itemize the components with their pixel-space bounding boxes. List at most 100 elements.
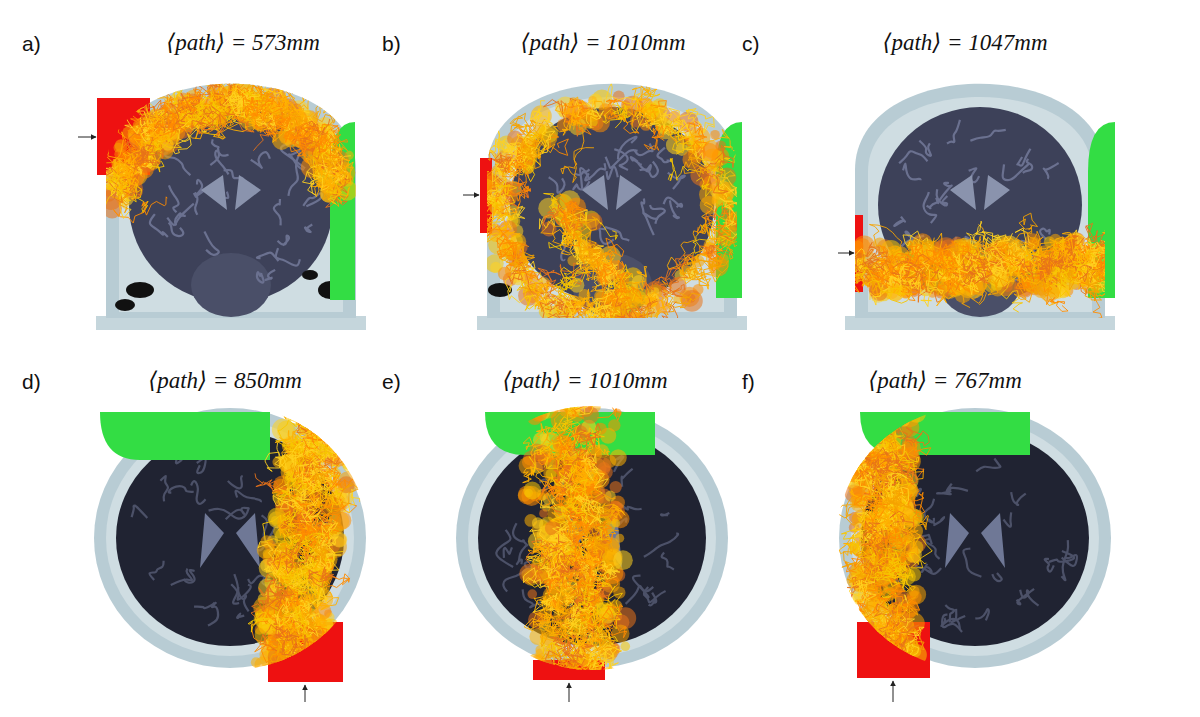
photon-path [827, 265, 870, 287]
photon-path [296, 398, 325, 433]
brain-gyrus [169, 185, 179, 212]
brain-gyrus [894, 217, 905, 226]
brainstem [191, 253, 271, 317]
brain-gyrus [662, 553, 674, 570]
photon-path [270, 641, 290, 671]
detector [100, 412, 270, 460]
brain [478, 430, 706, 646]
ventricle [200, 513, 260, 568]
photon-glow [282, 661, 304, 683]
photon-path [517, 278, 537, 311]
brain-gyrus [196, 180, 204, 196]
brain-gyrus [631, 157, 641, 164]
brain-gyrus [265, 270, 275, 280]
photon-glow [300, 411, 309, 420]
photon-path [311, 427, 353, 454]
brain-gyrus [947, 120, 960, 144]
photon-glow [301, 394, 316, 409]
brain-gyrus [622, 469, 633, 487]
photon-glow [615, 317, 625, 327]
brain-gyrus [191, 481, 205, 504]
photon-glow [296, 402, 310, 416]
photon-path [890, 263, 943, 307]
photon-path [541, 217, 598, 248]
photon-path [1004, 256, 1045, 284]
photon-path [308, 567, 336, 587]
photon-glow [842, 254, 854, 266]
axial-head-panel [94, 390, 366, 706]
photon-glow [1110, 236, 1119, 245]
skull [868, 97, 1092, 312]
photon-path [635, 99, 658, 125]
brain-gyrus [496, 530, 513, 567]
photon-glow [270, 663, 283, 676]
photon-path [196, 106, 226, 134]
photon-path [534, 282, 557, 307]
coronal-head-panel [78, 70, 366, 330]
photon-glow [324, 408, 343, 427]
brain-gyrus [226, 508, 249, 520]
photon-glow [251, 657, 261, 667]
photon-path [296, 643, 317, 688]
photon-path [506, 250, 534, 278]
brain-gyrus [197, 459, 206, 474]
photon-path [702, 145, 733, 193]
photon-glow [336, 426, 354, 444]
photon-path [296, 611, 318, 655]
brain-gyrus [1044, 163, 1059, 179]
photon-glow [260, 664, 277, 681]
photon-path [276, 420, 305, 453]
brain-gyrus [644, 587, 666, 602]
photon-glow [341, 454, 356, 469]
photon-glow [337, 442, 351, 456]
brain-gyrus [169, 486, 194, 492]
photon-glow [581, 315, 599, 333]
brain-gyrus [927, 198, 939, 208]
brain-gyrus [171, 569, 192, 585]
brain-gyrus [150, 214, 168, 237]
brain-gyrus [1003, 164, 1030, 181]
photon-glow [310, 662, 320, 672]
head-base [477, 316, 747, 330]
brain-gyrus [513, 523, 528, 546]
photon-path [490, 169, 517, 204]
photon-path [669, 121, 693, 154]
scalp [456, 408, 728, 668]
source-arrow [78, 137, 96, 138]
photon-glow [339, 439, 356, 456]
brain-gyrus [626, 586, 654, 604]
photon-path [994, 233, 1024, 278]
photon-path [259, 582, 294, 607]
photon-glow [610, 449, 627, 466]
brain-gyrus [504, 547, 512, 557]
photon-glow [329, 430, 350, 451]
brain-gyrus [303, 193, 322, 206]
photon-glow [337, 426, 351, 440]
skull [500, 97, 724, 312]
photon-glow [253, 677, 273, 697]
brain-gyrus [549, 177, 565, 192]
brain-gyrus [618, 137, 636, 159]
photon-path [586, 288, 612, 321]
brain-gyrus [251, 152, 270, 168]
photon-path [283, 124, 319, 162]
photon-path [580, 248, 609, 291]
brain-gyrus [924, 192, 937, 223]
photon-path [953, 252, 980, 295]
air-cavity [115, 299, 135, 311]
photon-glow [836, 258, 856, 278]
photon-glow [289, 667, 302, 680]
brain-gyrus [204, 232, 218, 255]
brain-gyrus [903, 164, 921, 181]
photon-path [293, 393, 324, 435]
photon-path [295, 457, 329, 487]
photon-path [104, 132, 142, 169]
photon-glow [314, 688, 332, 706]
photon-glow [310, 659, 319, 668]
brain-gyrus [278, 236, 289, 246]
axial-head-panel [456, 369, 728, 714]
brain-gyrus [644, 534, 678, 557]
brain-gyrus [661, 513, 669, 516]
brain-gyrus [231, 584, 251, 600]
